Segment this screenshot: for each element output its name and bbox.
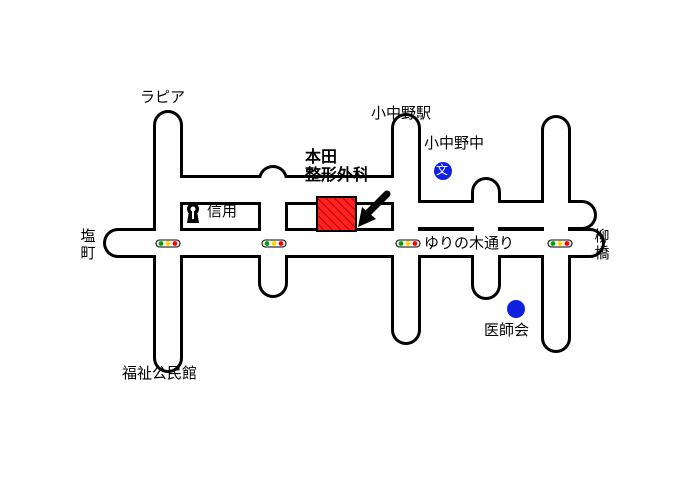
label-yurinoki-street: ゆりの木通り (424, 234, 515, 252)
label-lapia: ラピア (140, 88, 186, 106)
label-honda-line1: 本田 (305, 147, 338, 166)
label-fukushi-kominkan: 福祉公民館 (122, 364, 198, 382)
label-konakano-school: 小中野中 (424, 134, 485, 152)
traffic-light-icon (155, 239, 181, 248)
keyhole-bank-icon (187, 203, 199, 223)
road-interior (106, 113, 602, 370)
label-ishikai: 医師会 (484, 321, 530, 339)
clinic-building (316, 196, 357, 232)
traffic-light-icon (547, 239, 573, 248)
label-konakano-station: 小中野駅 (371, 104, 432, 122)
label-yanagibashi: 柳橋 (594, 227, 610, 263)
school-glyph: 文 (436, 163, 449, 177)
traffic-light-icon (395, 239, 421, 248)
label-shinyo: 信用 (207, 202, 238, 220)
ishikai-marker-icon (507, 300, 525, 318)
label-shio-machi: 塩町 (80, 227, 96, 263)
label-honda-clinic: 本田 整形外科 (305, 147, 370, 185)
clinic-pointer-arrow (358, 190, 391, 227)
traffic-light-icon (261, 239, 287, 248)
label-honda-line2: 整形外科 (305, 165, 370, 185)
school-marker-icon (434, 162, 452, 180)
